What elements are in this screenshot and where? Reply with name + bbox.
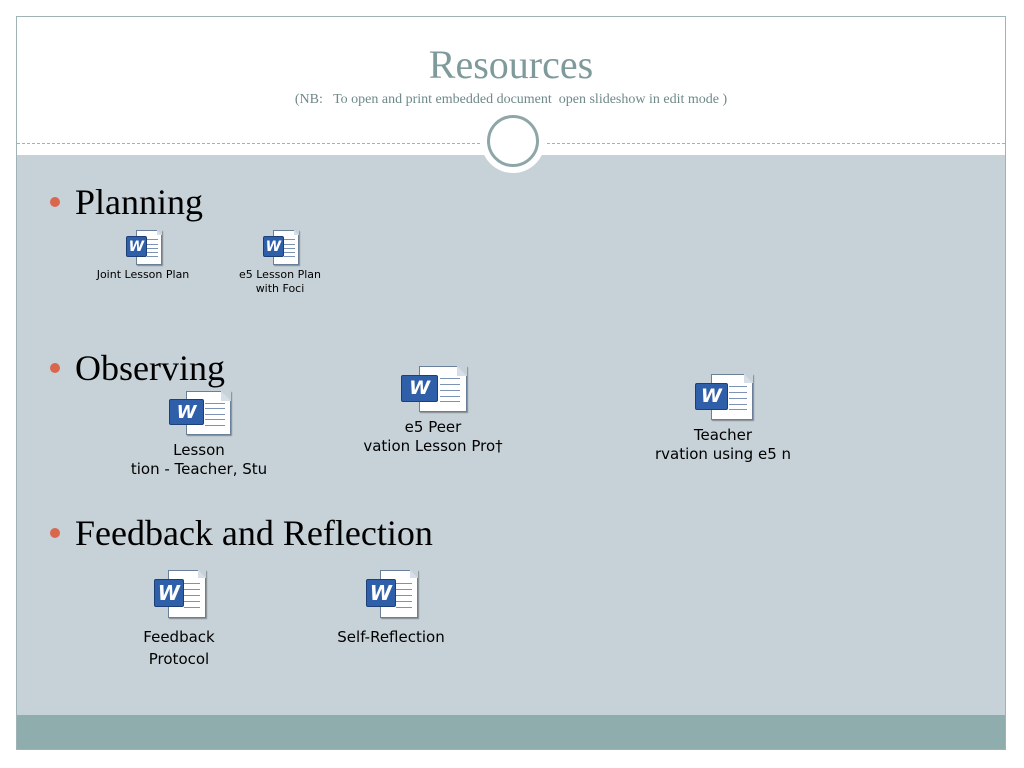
object-label-line: Joint Lesson Plan <box>96 268 190 281</box>
word-document-icon: W <box>126 230 162 266</box>
document-text-line <box>146 252 158 254</box>
document-text-line <box>184 606 201 608</box>
slide-title: Resources <box>428 42 594 87</box>
slide: Resources (NB: To open and print embedde… <box>16 16 1006 750</box>
document-text-line <box>439 395 461 397</box>
page-fold-corner <box>198 570 206 578</box>
document-text-line <box>184 600 201 602</box>
document-text-line <box>205 402 225 404</box>
word-document-icon: W <box>695 374 753 422</box>
embedded-doc-lesson-observation[interactable]: W Lesson tion - Teacher, Stu <box>122 391 276 487</box>
object-label-line: vation Lesson Pro† <box>363 437 503 455</box>
document-text-line <box>205 408 225 410</box>
document-text-line <box>439 401 461 403</box>
title-ornament-ring <box>487 115 539 167</box>
document-text-line <box>184 594 201 596</box>
document-text-line <box>283 247 295 249</box>
document-text-line <box>396 588 413 590</box>
section-planning: Planning <box>50 182 203 222</box>
embedded-doc-feedback-protocol[interactable]: W Feedback Protocol <box>119 570 239 672</box>
document-text-line <box>184 588 201 590</box>
word-document-icon: W <box>401 366 467 414</box>
word-badge: W <box>366 579 396 607</box>
document-text-line <box>439 378 461 380</box>
word-badge: W <box>154 579 184 607</box>
document-text-line <box>439 389 461 391</box>
object-label-line: Protocol <box>148 650 210 668</box>
word-badge: W <box>401 374 439 402</box>
embedded-doc-joint-lesson-plan[interactable]: W Joint Lesson Plan <box>81 230 205 290</box>
embedded-doc-teacher-observation[interactable]: W Teacher rvation using e5 n <box>639 374 807 470</box>
word-badge: W <box>695 382 728 410</box>
slide-body <box>17 155 1005 715</box>
document-text-line <box>146 243 158 245</box>
document-text-line <box>396 594 413 596</box>
page-fold-corner <box>220 391 231 401</box>
object-label-line: rvation using e5 n <box>654 445 792 463</box>
word-badge: W <box>169 399 204 426</box>
word-document-icon: W <box>169 391 231 437</box>
slide-footer-bar <box>17 715 1005 749</box>
embedded-doc-e5-lesson-plan[interactable]: W e5 Lesson Plan with Foci <box>221 230 339 310</box>
document-text-line <box>396 600 413 602</box>
word-document-icon: W <box>366 570 418 620</box>
document-text-line <box>205 413 225 415</box>
document-text-line <box>396 582 413 584</box>
page-fold-corner <box>456 366 467 376</box>
object-label-line: Feedback <box>143 628 215 646</box>
word-document-icon: W <box>263 230 299 266</box>
object-label: e5 Lesson Plan with Foci <box>239 268 321 296</box>
bullet-dot <box>50 528 60 538</box>
object-label: Self-Reflection <box>337 626 444 648</box>
document-text-line <box>205 424 225 426</box>
slide-subtitle: (NB: To open and print embedded document… <box>294 92 728 107</box>
page-fold-corner <box>293 230 299 235</box>
object-label-line: e5 Lesson Plan <box>238 268 322 281</box>
embedded-doc-e5-peer-observation[interactable]: W e5 Peer vation Lesson Pro† <box>337 366 529 462</box>
object-label-line: Self-Reflection <box>337 628 445 646</box>
section-feedback-reflection: Feedback and Reflection <box>50 513 433 553</box>
word-badge: W <box>126 236 147 258</box>
object-label-line: Teacher <box>693 426 753 444</box>
object-label-line: with Foci <box>255 282 305 295</box>
document-text-line <box>728 403 747 405</box>
document-text-line <box>728 397 747 399</box>
document-text-line <box>728 386 747 388</box>
document-text-line <box>146 239 158 241</box>
object-label: Teacher rvation using e5 n <box>655 426 791 464</box>
document-text-line <box>396 606 413 608</box>
object-label-line: e5 Peer <box>404 418 462 436</box>
page-fold-corner <box>156 230 162 235</box>
object-label-line: tion - Teacher, Stu <box>130 460 268 478</box>
document-text-line <box>283 256 295 258</box>
bullet-dot <box>50 363 60 373</box>
object-label: Joint Lesson Plan <box>97 268 190 282</box>
word-badge: W <box>263 236 284 258</box>
document-text-line <box>184 582 201 584</box>
page-fold-corner <box>410 570 418 578</box>
embedded-doc-self-reflection[interactable]: W Self-Reflection <box>321 570 461 650</box>
word-document-icon: W <box>154 570 206 620</box>
section-heading: Feedback and Reflection <box>75 513 433 553</box>
document-text-line <box>146 247 158 249</box>
section-heading: Observing <box>75 348 225 388</box>
document-text-line <box>283 252 295 254</box>
section-heading: Planning <box>75 182 204 222</box>
page-fold-corner <box>743 374 753 383</box>
document-text-line <box>283 239 295 241</box>
document-text-line <box>439 384 461 386</box>
document-text-line <box>728 409 747 411</box>
object-label: e5 Peer vation Lesson Pro† <box>363 418 502 456</box>
section-observing: Observing <box>50 348 225 388</box>
document-text-line <box>728 392 747 394</box>
object-label: Lesson tion - Teacher, Stu <box>131 441 267 479</box>
object-label-line: Lesson <box>173 441 225 459</box>
document-text-line <box>205 419 225 421</box>
bullet-dot <box>50 197 60 207</box>
document-text-line <box>146 256 158 258</box>
document-text-line <box>283 243 295 245</box>
object-label: Feedback Protocol <box>143 626 214 670</box>
